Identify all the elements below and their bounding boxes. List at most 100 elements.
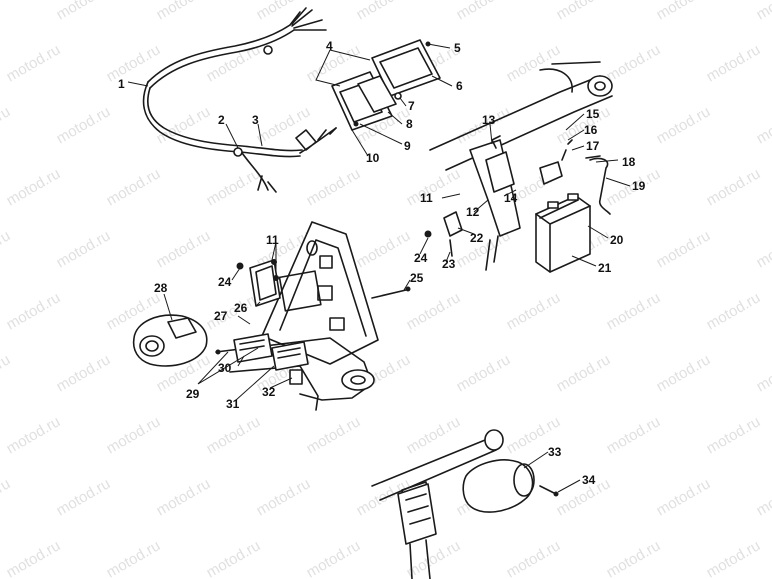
callout-13: 13 bbox=[482, 113, 496, 127]
callout-4: 4 bbox=[326, 39, 333, 53]
callout-34: 34 bbox=[582, 473, 596, 487]
watermark-text-8: motod.ru bbox=[754, 0, 772, 23]
mount-plate bbox=[261, 221, 411, 365]
callout-17: 17 bbox=[586, 139, 600, 153]
watermark-text-4: motod.ru bbox=[354, 0, 414, 23]
battery bbox=[535, 139, 611, 273]
callout-31: 31 bbox=[226, 397, 240, 411]
watermark-text-60: motod.ru bbox=[554, 351, 614, 395]
watermark-text-87: motod.ru bbox=[604, 537, 664, 579]
small-hardware bbox=[236, 211, 463, 270]
watermark-text-72: motod.ru bbox=[0, 475, 13, 519]
callout-23: 23 bbox=[442, 257, 456, 271]
watermark-text-28: motod.ru bbox=[104, 165, 164, 209]
watermark-text-19: motod.ru bbox=[54, 103, 114, 147]
callout-25: 25 bbox=[410, 271, 424, 285]
watermark-text-9: motod.ru bbox=[4, 41, 64, 85]
watermark-text-54: motod.ru bbox=[0, 351, 13, 395]
callout-6: 6 bbox=[456, 79, 463, 93]
watermark-text-3: motod.ru bbox=[254, 0, 314, 23]
watermark-text-26: motod.ru bbox=[754, 103, 772, 147]
watermark-text-18: motod.ru bbox=[0, 103, 13, 147]
watermark-text-88: motod.ru bbox=[704, 537, 764, 579]
callout-21: 21 bbox=[598, 261, 612, 275]
callout-30: 30 bbox=[218, 361, 232, 375]
callout-33: 33 bbox=[548, 445, 562, 459]
watermark-text-31: motod.ru bbox=[404, 165, 464, 209]
frame-bottom bbox=[371, 429, 559, 579]
callout-24-right: 24 bbox=[414, 251, 428, 265]
watermark-text-0: motod.ru bbox=[0, 0, 13, 23]
ignition-coil bbox=[132, 314, 208, 367]
callout-11-top: 11 bbox=[266, 233, 279, 247]
watermark-text-10: motod.ru bbox=[104, 41, 164, 85]
callout-32: 32 bbox=[262, 385, 276, 399]
frame-lower bbox=[215, 333, 375, 411]
callout-9: 9 bbox=[404, 139, 411, 153]
watermark-text-2: motod.ru bbox=[154, 0, 214, 23]
watermark-text-82: motod.ru bbox=[104, 537, 164, 579]
watermark-text-40: motod.ru bbox=[354, 227, 414, 271]
watermark-text-83: motod.ru bbox=[204, 537, 264, 579]
watermark-text-27: motod.ru bbox=[4, 165, 64, 209]
watermark-text-85: motod.ru bbox=[404, 537, 464, 579]
wiring-harness bbox=[142, 7, 337, 193]
watermark-text-7: motod.ru bbox=[654, 0, 714, 23]
callout-labels: 1 2 3 4 5 6 7 8 9 10 11 11 12 13 14 15 1… bbox=[118, 39, 646, 487]
watermark-text-55: motod.ru bbox=[54, 351, 114, 395]
watermark-text-61: motod.ru bbox=[654, 351, 714, 395]
watermark-text-84: motod.ru bbox=[304, 537, 364, 579]
battery-bracket bbox=[469, 135, 521, 271]
watermark-text-73: motod.ru bbox=[54, 475, 114, 519]
callout-1: 1 bbox=[118, 77, 125, 91]
callout-18: 18 bbox=[622, 155, 636, 169]
watermark-text-34: motod.ru bbox=[704, 165, 764, 209]
callout-22: 22 bbox=[470, 231, 484, 245]
callout-10: 10 bbox=[366, 151, 380, 165]
cdi-module bbox=[249, 259, 281, 307]
watermark-text-52: motod.ru bbox=[704, 289, 764, 333]
callout-16: 16 bbox=[584, 123, 598, 137]
watermark-text-67: motod.ru bbox=[404, 413, 464, 457]
callout-26: 26 bbox=[234, 301, 248, 315]
watermark-text-37: motod.ru bbox=[54, 227, 114, 271]
watermark-text-75: motod.ru bbox=[254, 475, 314, 519]
callout-20: 20 bbox=[610, 233, 624, 247]
callout-15: 15 bbox=[586, 107, 600, 121]
watermark-text-80: motod.ru bbox=[754, 475, 772, 519]
watermark-text-43: motod.ru bbox=[654, 227, 714, 271]
watermark-text-25: motod.ru bbox=[654, 103, 714, 147]
callout-19: 19 bbox=[632, 179, 646, 193]
callout-3: 3 bbox=[252, 113, 259, 127]
watermark-text-38: motod.ru bbox=[154, 227, 214, 271]
callout-5: 5 bbox=[454, 41, 461, 55]
watermark-text-50: motod.ru bbox=[504, 289, 564, 333]
watermark-text-5: motod.ru bbox=[454, 0, 514, 23]
watermark-text-69: motod.ru bbox=[604, 413, 664, 457]
callout-24-left: 24 bbox=[218, 275, 232, 289]
watermark-text-74: motod.ru bbox=[154, 475, 214, 519]
callout-8: 8 bbox=[406, 117, 413, 131]
callout-12: 12 bbox=[466, 205, 480, 219]
callout-29: 29 bbox=[186, 387, 200, 401]
watermark-text-45: motod.ru bbox=[4, 289, 64, 333]
watermark-text-6: motod.ru bbox=[554, 0, 614, 23]
watermark-text-81: motod.ru bbox=[4, 537, 64, 579]
callout-27: 27 bbox=[214, 309, 228, 323]
watermark-text-51: motod.ru bbox=[604, 289, 664, 333]
watermark-text-16: motod.ru bbox=[704, 41, 764, 85]
watermark-text-29: motod.ru bbox=[204, 165, 264, 209]
callout-2: 2 bbox=[218, 113, 225, 127]
watermark-text-59: motod.ru bbox=[454, 351, 514, 395]
watermark-text-44: motod.ru bbox=[754, 227, 772, 271]
watermark-text-64: motod.ru bbox=[104, 413, 164, 457]
callout-7: 7 bbox=[408, 99, 415, 113]
watermark-text-63: motod.ru bbox=[4, 413, 64, 457]
watermark-text-66: motod.ru bbox=[304, 413, 364, 457]
watermark-text-70: motod.ru bbox=[704, 413, 764, 457]
watermark-text-36: motod.ru bbox=[0, 227, 13, 271]
watermark-text-65: motod.ru bbox=[204, 413, 264, 457]
watermark-text-49: motod.ru bbox=[404, 289, 464, 333]
callout-11-right: 11 bbox=[420, 191, 433, 205]
